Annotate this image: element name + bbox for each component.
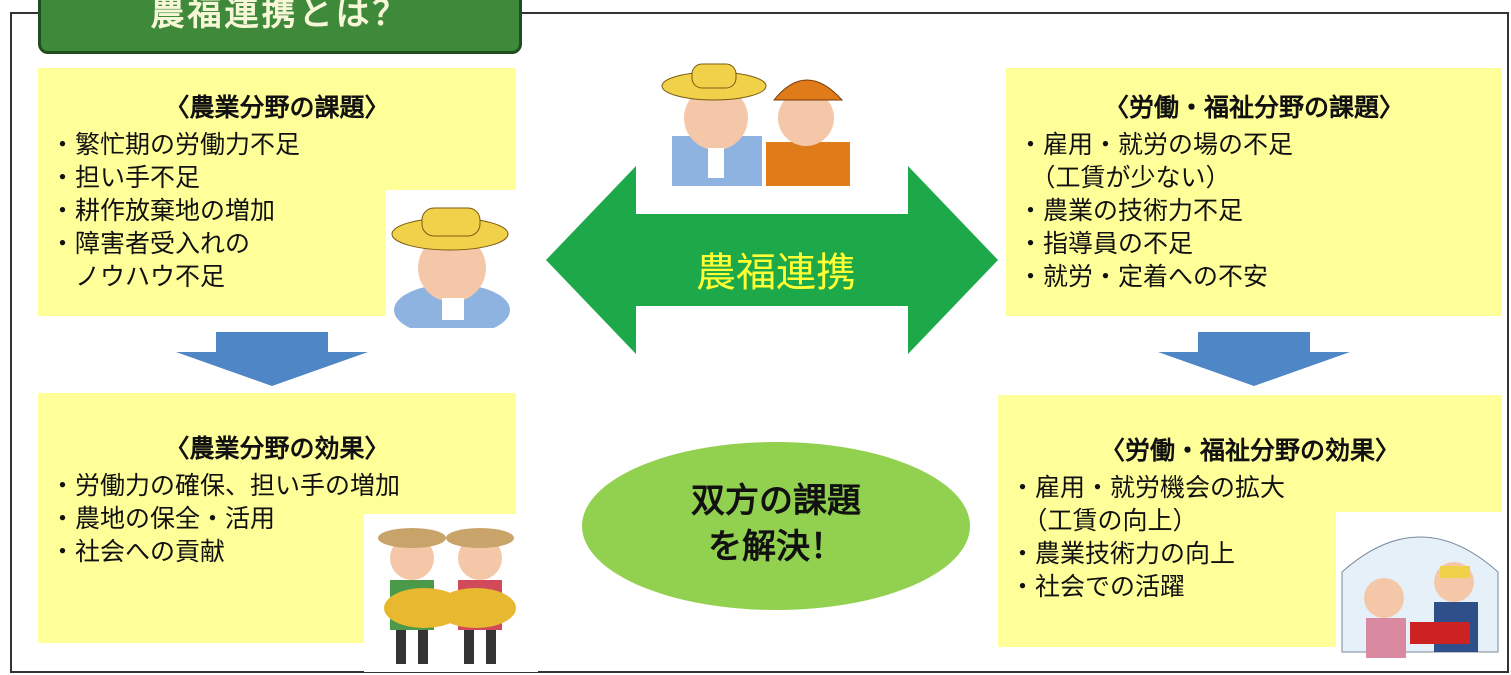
list-item: ・農業技術力の向上 (1010, 539, 1236, 568)
down-arrow-icon (1158, 332, 1350, 386)
list-item: ・社会への貢献 (50, 537, 226, 566)
page-title: 農福連携とは？ (38, 0, 522, 54)
list-item: ・障害者受入れの (50, 229, 251, 258)
list-item: ・雇用・就労機会の拡大 (1010, 473, 1286, 502)
farmers-with-rice-illustration (364, 514, 538, 672)
list-item: ・社会での活躍 (1010, 572, 1186, 601)
list-item: ・就労・定着への不安 (1018, 262, 1269, 291)
list-item: ・労働力の確保、担い手の増加 (50, 471, 401, 500)
agriculture-effects-heading: 〈農業分野の効果〉 (164, 434, 390, 463)
list-item: ・耕作放棄地の増加 (50, 196, 276, 225)
center-label: 農福連携 (696, 250, 856, 296)
resolve-text: 双方の課題 を解決！ (580, 478, 972, 570)
agriculture-issues-heading: 〈農業分野の課題〉 (164, 93, 390, 122)
diagram-frame (10, 12, 1509, 673)
farmer-worried-illustration (386, 190, 518, 328)
welfare-issues-heading: 〈労働・福祉分野の課題〉 (1103, 93, 1404, 122)
welfare-effects-heading: 〈労働・福祉分野の効果〉 (1099, 436, 1400, 465)
welfare-issues-panel: 〈労働・福祉分野の課題〉 ・雇用・就労の場の不足 （工賃が少ない） ・農業の技術… (1006, 68, 1502, 316)
greenhouse-strawberry-illustration (1336, 512, 1504, 662)
list-item: （工賃が少ない） (1018, 163, 1231, 192)
resolve-ellipse (582, 442, 970, 610)
two-farmers-talking-illustration (648, 56, 870, 186)
resolve-line-1: 双方の課題 (691, 481, 861, 521)
list-item: （工賃の向上） (1010, 506, 1198, 535)
list-item: ・指導員の不足 (1018, 229, 1194, 258)
double-arrow-icon (546, 166, 998, 354)
list-item: ・雇用・就労の場の不足 (1018, 130, 1294, 159)
list-item: ・担い手不足 (50, 163, 201, 192)
down-arrow-icon (176, 332, 368, 386)
list-item: ・農業の技術力不足 (1018, 196, 1244, 225)
resolve-line-2: を解決！ (708, 527, 844, 567)
list-item: ノウハウ不足 (50, 262, 226, 291)
list-item: ・農地の保全・活用 (50, 504, 276, 533)
list-item: ・繁忙期の労働力不足 (50, 130, 301, 159)
